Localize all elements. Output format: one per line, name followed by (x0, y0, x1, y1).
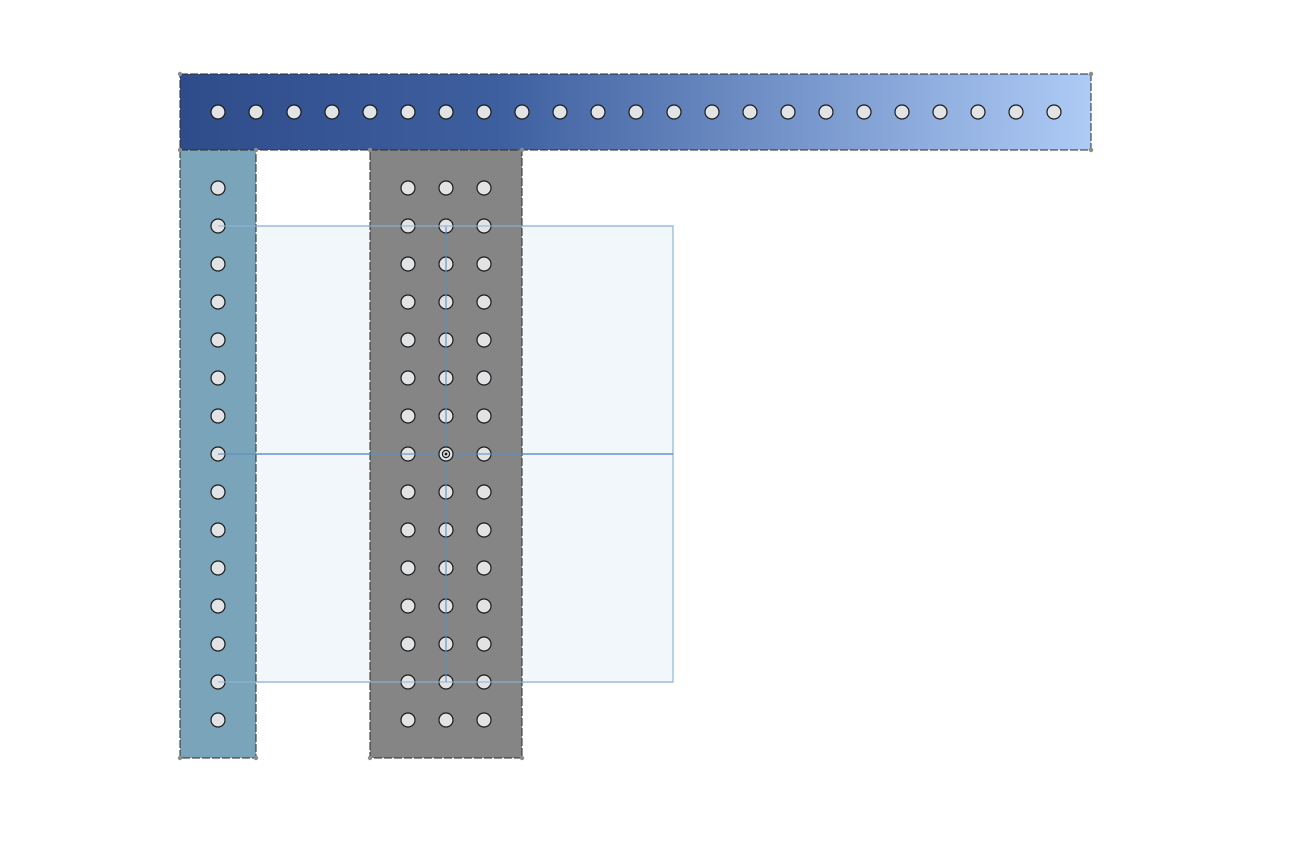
vertex-point[interactable] (519, 147, 525, 153)
top-bar-hole[interactable] (248, 104, 264, 120)
center-plate-hole[interactable] (400, 522, 416, 538)
vertex-point[interactable] (177, 71, 183, 77)
center-plate-hole[interactable] (476, 180, 492, 196)
part-vertices (177, 71, 1094, 761)
center-plate-hole[interactable] (400, 332, 416, 348)
vertex-point[interactable] (519, 755, 525, 761)
vertex-point[interactable] (367, 147, 373, 153)
top-bar-hole[interactable] (1008, 104, 1024, 120)
top-bar-hole[interactable] (286, 104, 302, 120)
vertex-point[interactable] (367, 755, 373, 761)
left-bar-hole[interactable] (210, 636, 226, 652)
vertex-point[interactable] (253, 147, 259, 153)
top-bar-hole[interactable] (628, 104, 644, 120)
center-plate-hole[interactable] (476, 560, 492, 576)
left-bar-hole[interactable] (210, 332, 226, 348)
vertex-point[interactable] (253, 755, 259, 761)
top-bar-hole[interactable] (932, 104, 948, 120)
center-plate-hole[interactable] (400, 408, 416, 424)
vertex-point[interactable] (177, 755, 183, 761)
top-bar-hole[interactable] (704, 104, 720, 120)
center-plate-hole[interactable] (400, 636, 416, 652)
left-bar-hole[interactable] (210, 408, 226, 424)
top-bar-hole[interactable] (1046, 104, 1062, 120)
vertex-point[interactable] (177, 147, 183, 153)
top-bar-hole[interactable] (970, 104, 986, 120)
top-bar-part[interactable] (179, 73, 1092, 151)
center-plate-hole[interactable] (400, 484, 416, 500)
top-bar-hole[interactable] (742, 104, 758, 120)
left-bar-hole[interactable] (210, 294, 226, 310)
center-plate-hole[interactable] (476, 294, 492, 310)
center-plate-hole[interactable] (476, 598, 492, 614)
left-bar-hole[interactable] (210, 522, 226, 538)
top-bar-hole[interactable] (400, 104, 416, 120)
top-bar-hole[interactable] (552, 104, 568, 120)
left-bar-hole[interactable] (210, 370, 226, 386)
top-bar-hole[interactable] (210, 104, 226, 120)
left-bar-hole[interactable] (210, 484, 226, 500)
vertex-point[interactable] (1088, 147, 1094, 153)
top-bar-hole[interactable] (666, 104, 682, 120)
center-plate-hole[interactable] (476, 636, 492, 652)
top-bar-holes (210, 104, 1062, 120)
top-bar-outline (179, 73, 1092, 151)
center-plate-hole[interactable] (400, 370, 416, 386)
center-plate-hole[interactable] (476, 256, 492, 272)
center-plate-hole[interactable] (438, 180, 454, 196)
center-plate-hole[interactable] (476, 408, 492, 424)
top-bar-hole[interactable] (438, 104, 454, 120)
top-bar-hole[interactable] (856, 104, 872, 120)
vertex-point[interactable] (1088, 71, 1094, 77)
center-plate-hole[interactable] (400, 180, 416, 196)
center-plate-hole[interactable] (400, 294, 416, 310)
top-bar-hole[interactable] (894, 104, 910, 120)
center-plate-hole[interactable] (400, 560, 416, 576)
origin-point-icon[interactable] (438, 446, 454, 462)
top-bar-hole[interactable] (818, 104, 834, 120)
center-plate-hole[interactable] (400, 256, 416, 272)
center-plate-hole[interactable] (400, 712, 416, 728)
center-plate-hole[interactable] (476, 712, 492, 728)
center-plate-hole[interactable] (476, 332, 492, 348)
top-bar-hole[interactable] (324, 104, 340, 120)
center-plate-hole[interactable] (476, 484, 492, 500)
top-bar-hole[interactable] (514, 104, 530, 120)
left-bar-hole[interactable] (210, 598, 226, 614)
left-bar-hole[interactable] (210, 712, 226, 728)
left-bar-hole[interactable] (210, 180, 226, 196)
center-plate-hole[interactable] (476, 522, 492, 538)
center-plate-hole[interactable] (438, 712, 454, 728)
top-bar-hole[interactable] (590, 104, 606, 120)
center-plate-hole[interactable] (400, 598, 416, 614)
top-bar-hole[interactable] (476, 104, 492, 120)
top-bar-hole[interactable] (780, 104, 796, 120)
left-bar-hole[interactable] (210, 256, 226, 272)
center-plate-hole[interactable] (476, 370, 492, 386)
top-bar-hole[interactable] (362, 104, 378, 120)
left-bar-hole[interactable] (210, 560, 226, 576)
